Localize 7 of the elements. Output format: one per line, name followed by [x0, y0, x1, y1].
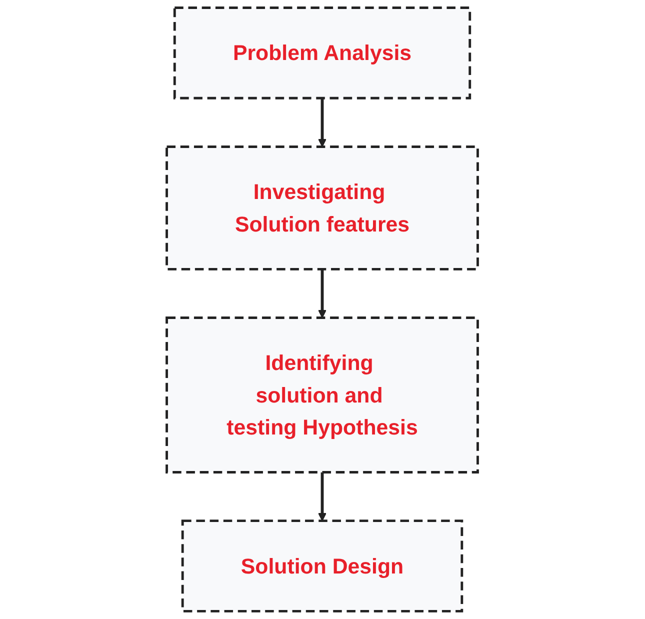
node-box: Identifying solution and testing Hypothesis: [166, 316, 480, 474]
arrow: [318, 472, 327, 522]
arrow: [318, 98, 327, 148]
node-box: Problem Analysis: [174, 6, 472, 100]
arrow: [318, 269, 327, 318]
node-box: Solution Design: [182, 520, 464, 612]
node-box: Investigating Solution features: [166, 146, 480, 270]
